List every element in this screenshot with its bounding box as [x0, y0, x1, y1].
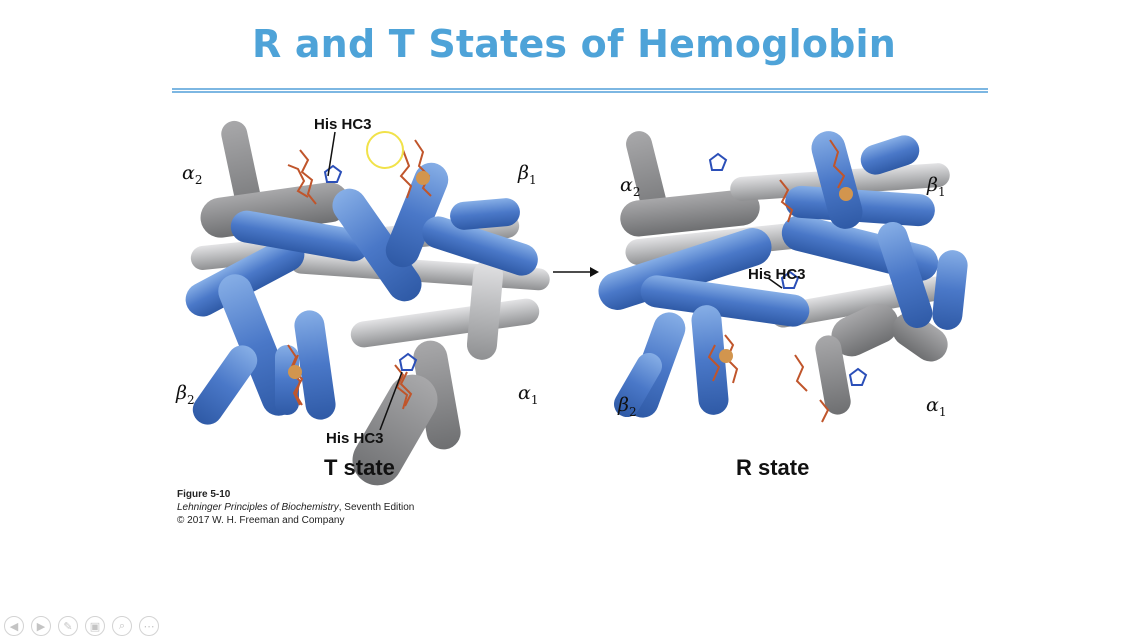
next-slide-icon[interactable]: ▶ — [31, 616, 51, 636]
r-alpha2-label: α2 — [620, 174, 641, 199]
r-state-structure — [598, 131, 968, 423]
figure-caption: Figure 5-10 Lehninger Principles of Bioc… — [177, 488, 414, 527]
t-alpha1-label: α1 — [518, 382, 539, 407]
slide-title: R and T States of Hemoglobin — [251, 22, 897, 66]
see-all-slides-icon[interactable]: ▣ — [85, 616, 105, 636]
previous-slide-icon[interactable]: ◀ — [4, 616, 24, 636]
r-his-label: His HC3 — [748, 266, 806, 283]
r-beta2-label: β2 — [618, 394, 637, 419]
book-edition: , Seventh Edition — [338, 502, 415, 513]
hemoglobin-illustration — [185, 120, 968, 486]
r-beta1-label: β1 — [927, 174, 946, 199]
t-state-label: T state — [324, 455, 395, 480]
book-citation: Lehninger Principles of Biochemistry, Se… — [177, 501, 414, 514]
book-title: Lehninger Principles of Biochemistry — [177, 502, 339, 513]
t-beta1-label: β1 — [518, 162, 537, 187]
t-his-top-label: His HC3 — [314, 116, 372, 133]
t-state-structure — [185, 120, 550, 486]
slideshow-nav: ◀ ▶ ✎ ▣ ⌕ ⋯ — [4, 616, 159, 636]
r-state-label: R state — [736, 455, 810, 480]
more-options-icon[interactable]: ⋯ — [139, 616, 159, 636]
copyright: © 2017 W. H. Freeman and Company — [177, 515, 345, 526]
pen-icon[interactable]: ✎ — [58, 616, 78, 636]
t-alpha2-label: α2 — [182, 162, 203, 187]
t-his-bottom-label: His HC3 — [326, 430, 384, 447]
hemoglobin-figure: α2 β1 β2 α1 His HC3 His HC3 T state α2 β… — [170, 110, 990, 490]
title-divider — [172, 88, 988, 93]
zoom-icon[interactable]: ⌕ — [112, 616, 132, 636]
t-beta2-label: β2 — [176, 382, 195, 407]
figure-number: Figure 5-10 — [177, 489, 231, 500]
r-alpha1-label: α1 — [926, 394, 947, 419]
